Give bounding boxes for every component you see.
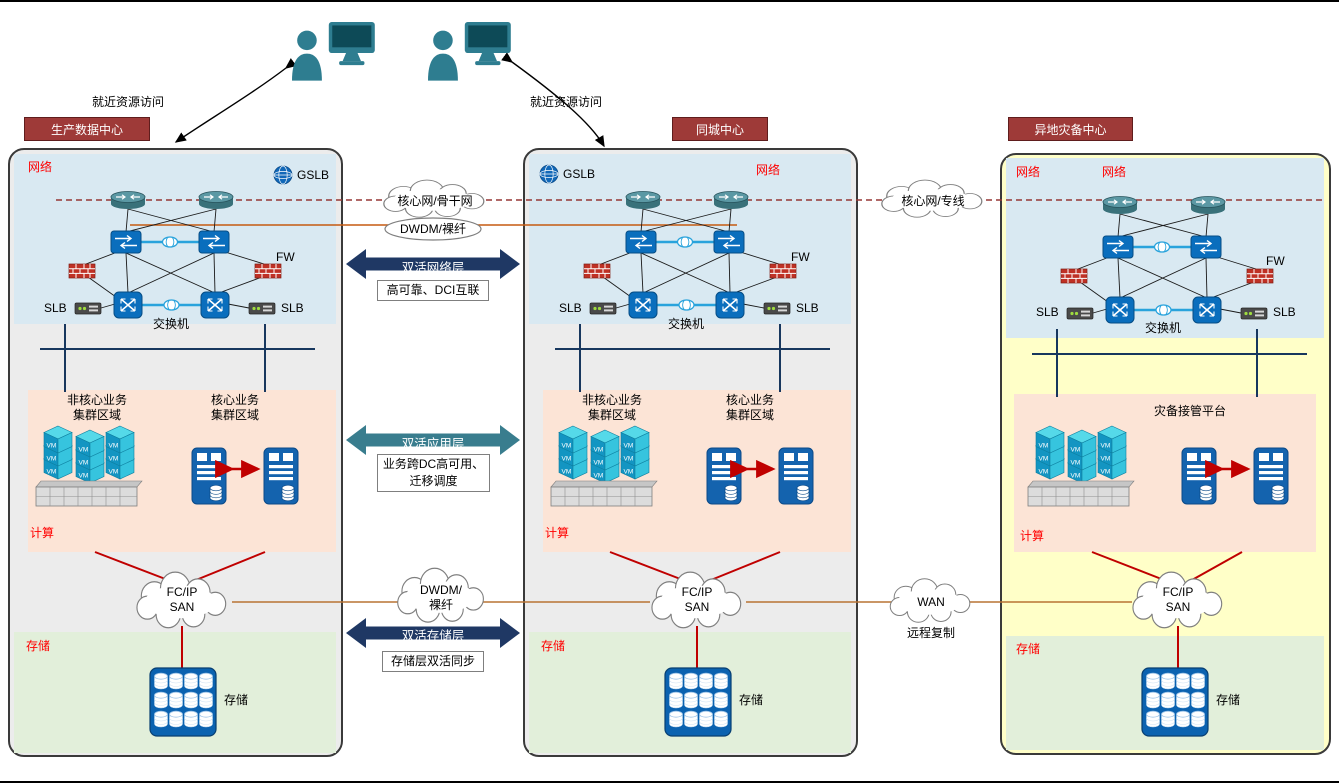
wan-cloud-label: WAN [917,595,945,609]
metro-noncore-cluster-label: 非核心业务 集群区域 [565,393,659,423]
dr-network-topology [1032,197,1307,398]
prod-core-line1: 核心业务 [210,393,259,407]
prod-gslb-label: GSLB [297,168,330,182]
dwdm-oval [384,217,482,241]
metro-storage-device-label: 存储 [739,693,764,707]
prod-network-label: 网络 [28,160,53,174]
metro-fw-label: FW [791,250,810,264]
metro-dc-title: 同城中心 [672,117,768,141]
dr-dc-title: 异地灾备中心 [1008,117,1133,141]
metro-san-line2: SAN [684,600,710,614]
metro-core-line2: 集群区域 [725,408,774,422]
metro-san-label: FC/IP SAN [667,585,727,615]
prod-storage-array [150,668,216,736]
dr-platform-label: 灾备接管平台 [1153,404,1226,418]
prod-san-line1: FC/IP [166,585,198,599]
dr-san-label: FC/IP SAN [1148,585,1208,615]
metro-core-line1: 核心业务 [725,393,774,407]
backbone-cloud-label: 核心网/骨干网 [397,194,473,208]
network-layer-arrow [346,249,520,279]
prod-slb-right-label: SLB [281,301,304,315]
dwdm-bottom-label: DWDM/ 裸纤 [412,583,470,613]
prod-storage-label: 存储 [26,639,51,653]
prod-noncore-line2: 集群区域 [72,408,121,422]
storage-layer-arrow [346,618,520,648]
prod-fw-label: FW [276,250,295,264]
dr-storage-label: 存储 [1016,642,1041,656]
prod-noncore-cluster-label: 非核心业务 集群区域 [50,393,144,423]
access-label-right: 就近资源访问 [530,95,603,109]
user-right [428,22,511,81]
storage-layer-subtitle: 存储层双活同步 [382,651,484,672]
dr-san-line1: FC/IP [1162,585,1194,599]
dr-san-line2: SAN [1165,600,1191,614]
leased-line-cloud-label: 核心网/专线 [901,194,965,208]
dr-takeover-servers [1182,448,1288,504]
network-layer-subtitle: 高可靠、DCI互联 [377,280,489,301]
app-layer-subtitle: 业务跨DC高可用、迁移调度 [377,454,490,492]
prod-storage-device-label: 存储 [224,693,249,707]
prod-core-cluster-label: 核心业务 集群区域 [188,393,282,423]
metro-core-servers [707,448,813,504]
prod-compute-label: 计算 [30,526,55,540]
app-layer-title: 双活应用层 [401,437,465,451]
metro-network-topology [555,192,830,393]
dr-storage-device-label: 存储 [1216,693,1241,707]
dwdm-top-label: DWDM/裸纤 [400,222,466,236]
app-layer-arrow [346,425,520,455]
prod-core-servers [192,448,298,504]
user-left [292,22,375,81]
metro-storage-label: 存储 [541,639,566,653]
prod-slb-left-label: SLB [44,301,67,315]
dr-network-label-b: 网络 [1102,165,1127,179]
metro-switch-label: 交换机 [668,317,705,331]
prod-core-line2: 集群区域 [210,408,259,422]
dwdm-bottom-line1: DWDM/ [420,583,462,597]
access-arrow-left [174,58,297,143]
network-layer-title: 双活网络层 [401,261,465,275]
prod-san-label: FC/IP SAN [152,585,212,615]
prod-noncore-line1: 非核心业务 [66,393,127,407]
dr-vm-cluster [1028,426,1134,506]
metro-noncore-line1: 非核心业务 [581,393,642,407]
dr-slb-right-label: SLB [1273,305,1296,319]
metro-compute-label: 计算 [545,526,570,540]
prod-vm-cluster [36,426,142,506]
metro-network-label: 网络 [756,163,781,177]
metro-core-cluster-label: 核心业务 集群区域 [703,393,797,423]
san-red-links [94,551,1243,668]
prod-switch-label: 交换机 [153,317,190,331]
metro-slb-left-label: SLB [559,301,582,315]
metro-vm-cluster [551,426,657,506]
dr-switch-label: 交换机 [1145,321,1182,335]
prod-gslb-icon [273,165,293,185]
dr-storage-array [1142,668,1208,736]
dr-compute-label: 计算 [1020,529,1045,543]
dr-network-label-a: 网络 [1016,165,1041,179]
metro-slb-right-label: SLB [796,301,819,315]
prod-san-line2: SAN [169,600,195,614]
storage-layer-title: 双活存储层 [401,629,465,643]
wan-note-label: 远程复制 [906,626,955,640]
access-arrow-right [501,52,605,148]
metro-gslb-label: GSLB [563,167,596,181]
metro-noncore-line2: 集群区域 [587,408,636,422]
dr-slb-left-label: SLB [1036,305,1059,319]
prod-network-topology [40,192,315,393]
prod-dc-title: 生产数据中心 [24,117,150,141]
access-label-left: 就近资源访问 [92,95,165,109]
metro-gslb-icon [539,164,559,184]
metro-san-line1: FC/IP [681,585,713,599]
dr-fw-label: FW [1266,254,1285,268]
metro-storage-array [665,668,731,736]
dwdm-bottom-line2: 裸纤 [428,598,453,612]
